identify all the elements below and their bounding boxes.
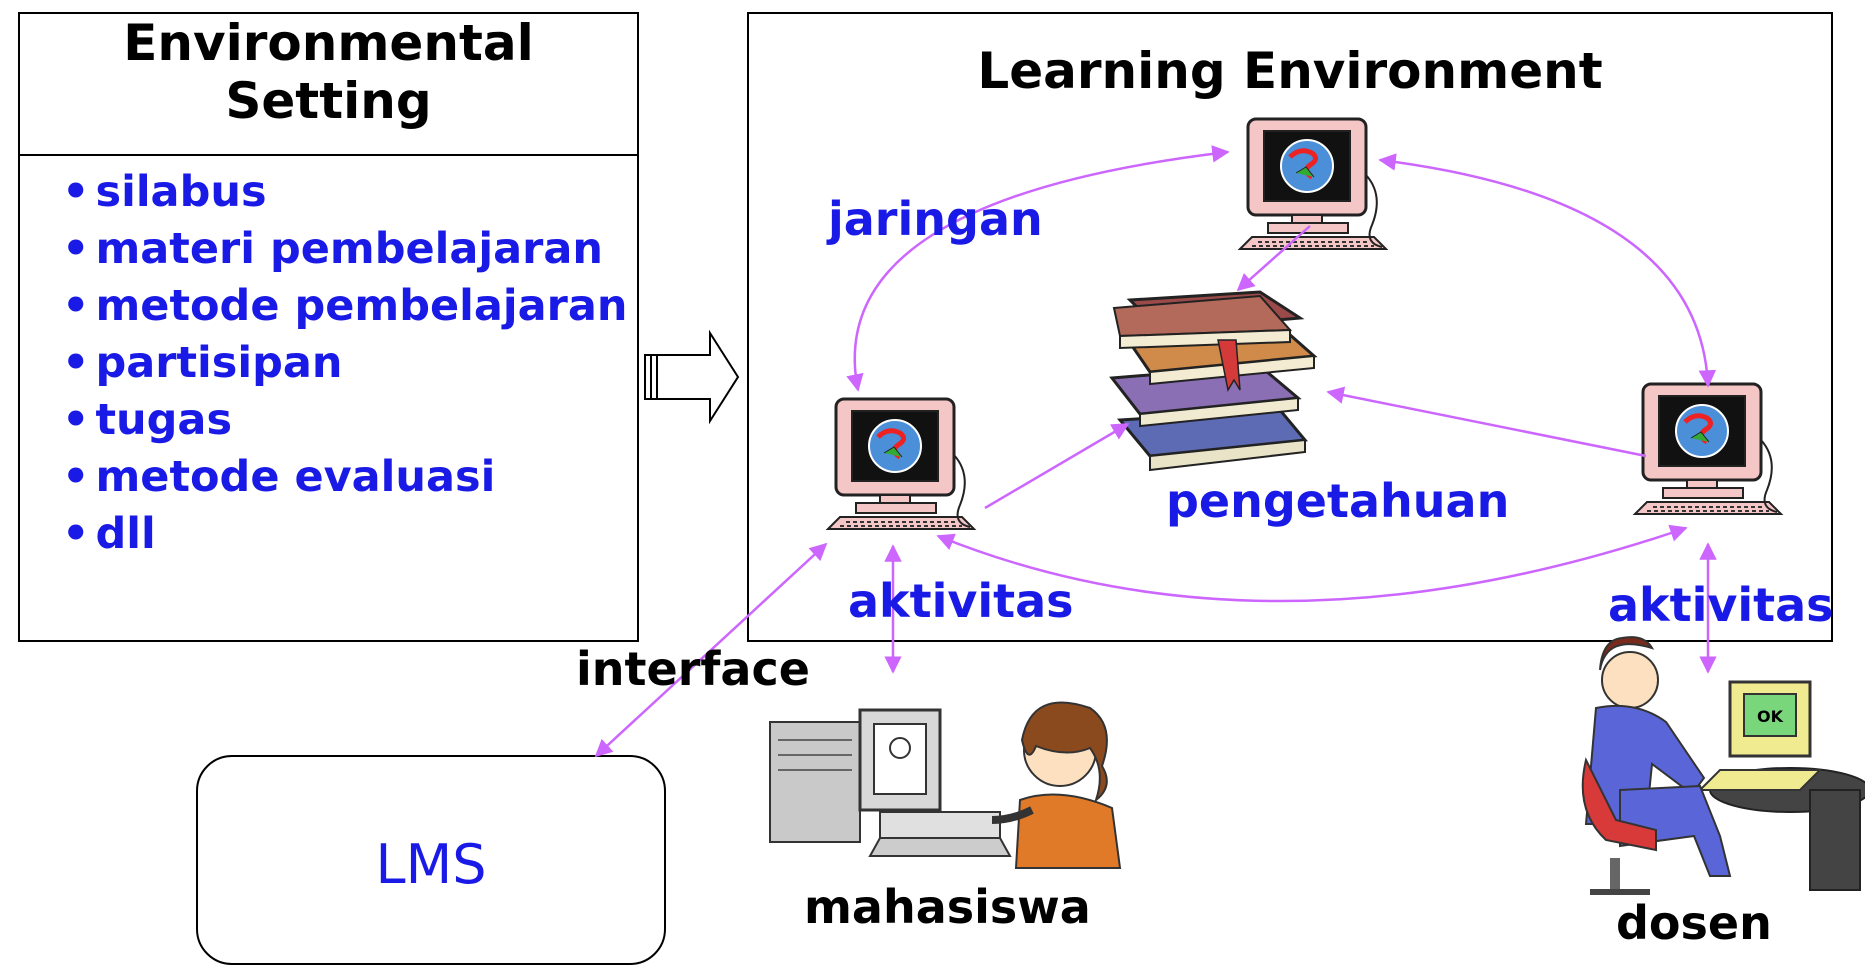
lecturer-at-computer-icon: OK (1581, 636, 1865, 895)
computer-icon (1635, 384, 1781, 514)
network-arrow (936, 524, 1688, 603)
environmental-setting-list: silabus materi pembelajaran metode pembe… (62, 164, 628, 563)
network-label: jaringan (828, 192, 1043, 246)
list-item: dll (62, 506, 628, 563)
list-item: metode evaluasi (62, 449, 628, 506)
network-arrow (1378, 153, 1717, 388)
knowledge-arrow (1236, 225, 1311, 292)
list-item: partisipan (62, 335, 628, 392)
screen-text: OK (1757, 707, 1784, 726)
environmental-setting-box: Environmental Setting silabus materi pem… (18, 12, 639, 642)
knowledge-label: pengetahuan (1166, 474, 1510, 528)
student-label: mahasiswa (804, 880, 1091, 934)
activity-label-left: aktivitas (848, 574, 1074, 628)
lecturer-label: dosen (1616, 896, 1772, 950)
computer-icon (1240, 119, 1386, 249)
computer-icon (828, 399, 974, 529)
knowledge-arrow (984, 422, 1130, 510)
hollow-arrow-icon (644, 329, 740, 425)
environmental-setting-title: Environmental Setting (20, 14, 637, 156)
interface-label: interface (576, 642, 810, 696)
list-item: silabus (62, 164, 628, 221)
environmental-setting-title-line2: Setting (225, 72, 432, 130)
list-item: tugas (62, 392, 628, 449)
network-arrow (846, 145, 1230, 392)
books-icon (1109, 290, 1318, 472)
list-item: materi pembelajaran (62, 221, 628, 278)
lms-label: LMS (375, 833, 487, 896)
environmental-setting-title-line1: Environmental (123, 14, 534, 72)
activity-label-right: aktivitas (1608, 578, 1834, 632)
student-at-computer-icon (769, 701, 1122, 869)
knowledge-arrow (1326, 386, 1647, 458)
learning-environment-title: Learning Environment (977, 42, 1603, 100)
list-item: metode pembelajaran (62, 278, 627, 335)
interface-arrow (594, 542, 828, 758)
connector-arrows (594, 145, 1717, 758)
lms-box: LMS (196, 755, 666, 965)
